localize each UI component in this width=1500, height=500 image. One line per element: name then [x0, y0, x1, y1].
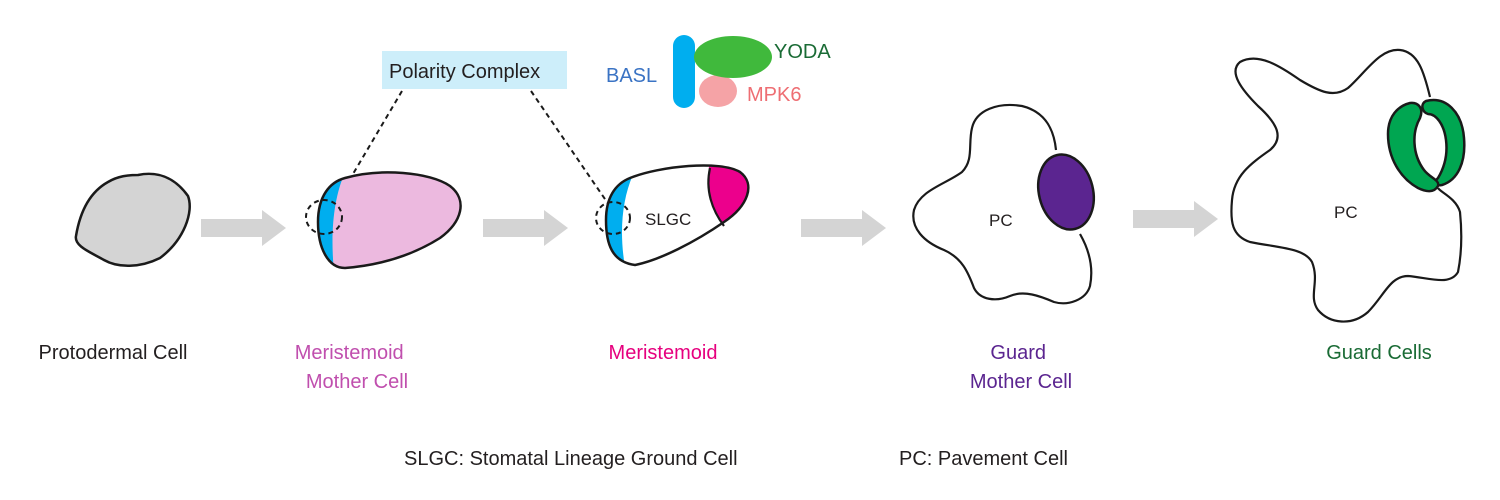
meristemoid-division: SLGC — [595, 164, 750, 267]
polarity-complex-box — [382, 51, 567, 89]
guard-mother-cell — [1036, 153, 1096, 231]
stage-label-guard-cells: Guard Cells — [1326, 342, 1432, 364]
legend-slgc: SLGC: Stomatal Lineage Ground Cell — [404, 448, 738, 470]
guard-cell-left — [1386, 101, 1440, 193]
stage-label-protodermal: Protodermal Cell — [39, 342, 188, 364]
polarity-site-circle-slgc — [595, 201, 631, 235]
basl-crescent-slgc — [606, 165, 638, 265]
mpk6-label: MPK6 — [747, 84, 801, 106]
polarity-complex-label: Polarity Complex — [389, 61, 540, 83]
arrow-4 — [1133, 201, 1218, 237]
pavement-cell-gmc — [912, 103, 1093, 305]
mpk6-protein-shape — [699, 75, 737, 107]
basl-protein-shape — [673, 35, 695, 108]
guard-cell-right — [1421, 98, 1466, 187]
stage-label-mmc: Meristemoid Mother Cell — [295, 342, 409, 393]
polarity-complex-cartoon: BASL YODA MPK6 — [606, 35, 831, 108]
stage-label-meristemoid: Meristemoid — [609, 342, 718, 364]
arrow-3 — [801, 210, 886, 246]
pc-label-guard: PC — [1334, 203, 1358, 222]
basl-label: BASL — [606, 65, 657, 87]
legend-pc: PC: Pavement Cell — [899, 448, 1068, 470]
leader-line-right — [530, 90, 610, 206]
guard-mother-cell-stage: PC — [912, 103, 1096, 305]
slgc-label: SLGC — [645, 210, 691, 229]
basl-crescent-mmc — [318, 172, 346, 268]
arrow-2 — [483, 210, 568, 246]
meristemoid-cell — [708, 165, 749, 228]
pc-label-gmc: PC — [989, 211, 1013, 230]
yoda-protein-shape — [694, 36, 772, 78]
yoda-label: YODA — [774, 41, 831, 63]
polarity-site-circle-mmc — [305, 199, 343, 235]
meristemoid-mother-cell — [305, 171, 462, 270]
stage-label-gmc: Guard Mother Cell — [970, 342, 1072, 393]
guard-cells-stage: PC — [1230, 48, 1466, 323]
arrow-1 — [201, 210, 286, 246]
protodermal-cell — [74, 172, 191, 267]
